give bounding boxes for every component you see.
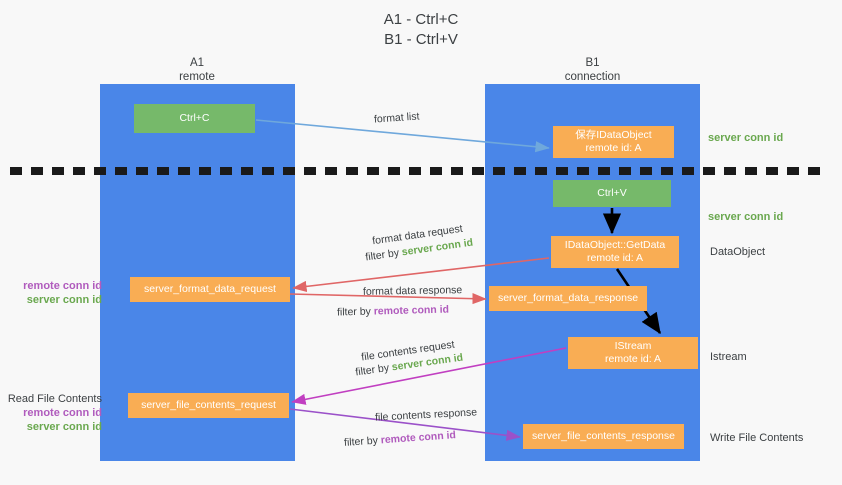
node-server-file-contents-response-label: server_file_contents_response [531,430,675,442]
connector-format-data-response [289,293,487,305]
node-ctrl-c[interactable]: Ctrl+C [134,104,255,133]
node-save-idataobject[interactable]: 保存IDataObject remote id: A [553,126,674,158]
node-getdata-remote-id: remote id: A [586,252,644,264]
node-istream[interactable]: IStream remote id: A [568,337,698,369]
lane-b1-sub: connection [564,71,621,83]
title-line-2: B1 - Ctrl+V [384,31,458,48]
diagram-title: A1 - Ctrl+C B1 - Ctrl+V [0,10,842,50]
label-conn-id-group-2: Read File Contents remote conn id server… [6,392,102,434]
label-istream: Istream [710,351,747,363]
label-server-conn-id-2: server conn id [26,421,102,433]
label-server-conn-id-top: server conn id [708,132,784,144]
node-server-file-contents-response[interactable]: server_file_contents_response [523,424,684,449]
node-istream-label: IStream [614,340,652,352]
node-ctrl-c-label: Ctrl+C [179,112,210,124]
node-server-format-data-response-label: server_format_data_response [497,292,639,304]
label-read-file-contents: Read File Contents [7,393,102,405]
title-line-1: A1 - Ctrl+C [383,11,459,28]
node-istream-remote-id: remote id: A [604,353,662,365]
node-server-format-data-request-label: server_format_data_request [144,283,276,295]
lane-a1-sub: remote [179,71,215,83]
lane-b1-name: B1 [585,57,600,69]
label-remote-conn-id-1: remote conn id [23,280,102,292]
label-write-file-contents: Write File Contents [710,432,804,444]
node-server-file-contents-request[interactable]: server_file_contents_request [128,393,289,418]
node-ctrl-v-label: Ctrl+V [597,187,627,199]
node-server-format-data-request[interactable]: server_format_data_request [130,277,290,302]
node-ctrl-v[interactable]: Ctrl+V [553,180,671,207]
node-save-idataobject-label: 保存IDataObject [575,129,652,141]
lane-a1-header: A1 remote [107,56,287,84]
connector-file-contents-response [289,408,521,441]
label-conn-id-group-1: remote conn id server conn id [10,279,102,307]
node-getdata-label: IDataObject::GetData [564,239,666,251]
lane-b1-header: B1 connection [500,56,685,84]
label-dataobject: DataObject [710,246,766,258]
connector-format-data-request [292,257,550,292]
label-server-conn-id-mid: server conn id [708,211,784,223]
connector-file-contents-request [291,347,567,405]
lane-a1-name: A1 [189,57,205,69]
node-idataobject-getdata[interactable]: IDataObject::GetData remote id: A [551,236,679,268]
node-server-file-contents-request-label: server_file_contents_request [141,399,276,411]
label-server-conn-id-1: server conn id [26,294,102,306]
node-server-format-data-response[interactable]: server_format_data_response [489,286,647,311]
node-save-idataobject-remote-id: remote id: A [585,142,642,154]
connector-format-list [255,119,550,153]
label-remote-conn-id-2: remote conn id [23,407,102,419]
